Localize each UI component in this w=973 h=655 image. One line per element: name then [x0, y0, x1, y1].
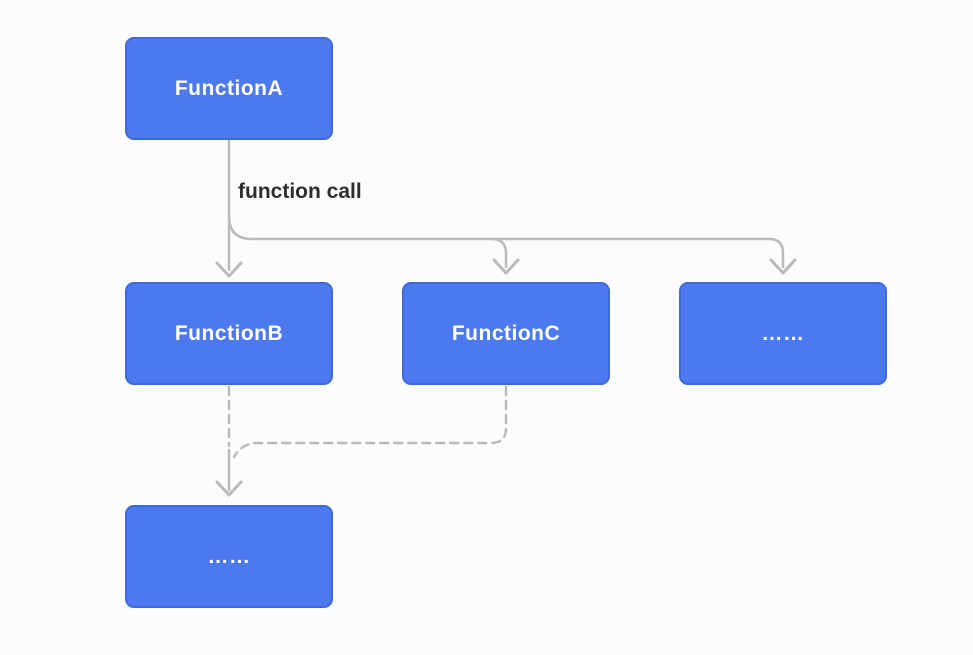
arrowhead-more-right-icon [769, 258, 797, 275]
arrowhead-bottom-icon [215, 480, 243, 497]
node-more-right-label: …… [761, 321, 805, 345]
node-function-c-label: FunctionC [451, 321, 561, 345]
node-function-b-label: FunctionB [174, 321, 284, 345]
node-function-a[interactable]: FunctionA [125, 37, 333, 140]
arrowhead-b-icon [215, 261, 243, 278]
edge-label-function-call: function call [238, 180, 362, 203]
node-more-right[interactable]: …… [679, 282, 887, 385]
node-more-bottom-label: …… [207, 544, 251, 568]
node-function-a-label: FunctionA [174, 76, 284, 100]
edge-a-to-more-right [227, 214, 785, 269]
node-function-b[interactable]: FunctionB [125, 282, 333, 385]
edge-a-to-c [491, 237, 508, 269]
node-more-bottom[interactable]: …… [125, 505, 333, 608]
arrowhead-c-icon [492, 258, 520, 275]
edge-c-dashed [232, 385, 508, 459]
node-function-c[interactable]: FunctionC [402, 282, 610, 385]
